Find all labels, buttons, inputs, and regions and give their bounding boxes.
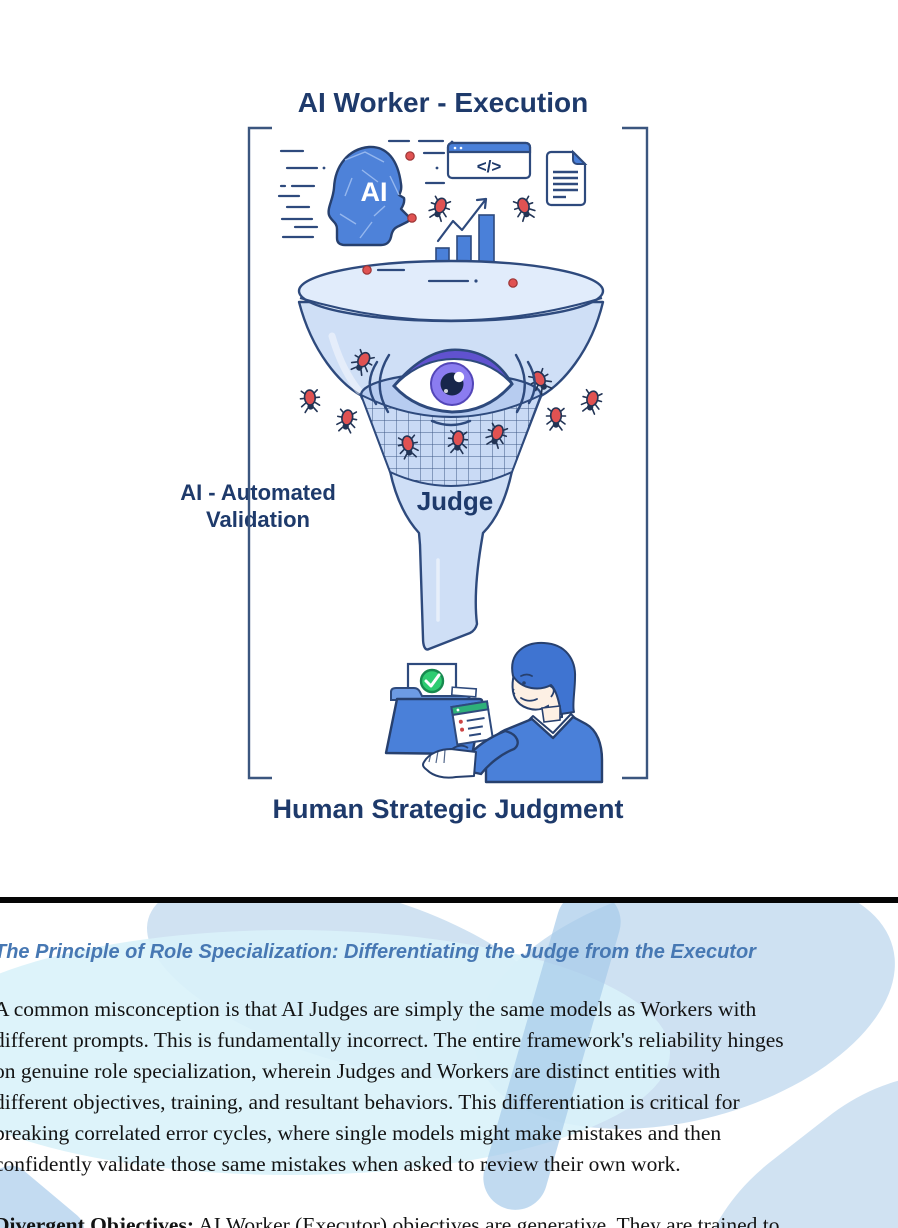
figure-top-label: AI Worker - Execution (298, 87, 588, 118)
bracket-left (247, 126, 272, 780)
side-label-line2: Validation (206, 507, 310, 532)
paragraph-line: A common misconception is that AI Judges… (0, 997, 757, 1021)
paragraph-line-partial: Divergent Objectives: AI Worker (Executo… (0, 1210, 779, 1228)
mesh-filter (359, 392, 543, 487)
code-window-text: </> (477, 157, 502, 176)
ai-head-icon: AI (327, 145, 411, 247)
figure-funnel-illustration: AI Worker - Execution (180, 87, 649, 824)
person (422, 641, 604, 784)
paragraph-line: confidently validate those same mistakes… (0, 1152, 681, 1176)
speed-lines (277, 139, 454, 239)
red-dot (508, 278, 518, 288)
bracket-right (622, 126, 649, 780)
funnel (297, 259, 605, 651)
paragraph-lead-bold: Divergent Objectives: (0, 1213, 194, 1228)
document-icon (545, 149, 588, 207)
side-label: AI - Automated Validation (180, 480, 336, 532)
paragraph-line: different prompts. This is fundamentally… (0, 1028, 784, 1052)
ai-head-text: AI (361, 177, 388, 207)
article-section: The Principle of Role Specialization: Di… (0, 903, 898, 1228)
funnel-label: Judge (417, 486, 494, 516)
checklist-icon (450, 700, 495, 746)
eye-icon (368, 348, 536, 427)
paragraph-line: on genuine role specialization, wherein … (0, 1059, 721, 1083)
bug-icon (425, 194, 453, 224)
bug-icon (511, 194, 539, 224)
side-label-line1: AI - Automated (180, 480, 336, 505)
paragraph-line: different objectives, training, and resu… (0, 1090, 740, 1114)
paragraph-lead-rest: AI Worker (Executor) objectives are gene… (194, 1213, 780, 1228)
red-dot (405, 151, 417, 223)
section-divider (0, 897, 898, 903)
section-heading: The Principle of Role Specialization: Di… (0, 941, 756, 963)
figure-bottom-label: Human Strategic Judgment (272, 794, 623, 824)
red-dot (362, 265, 372, 275)
growth-arrow-icon (436, 197, 488, 243)
background-watermark (0, 903, 898, 1228)
code-window-icon: </> (446, 141, 532, 180)
paragraph-line: breaking correlated error cycles, where … (0, 1121, 722, 1145)
